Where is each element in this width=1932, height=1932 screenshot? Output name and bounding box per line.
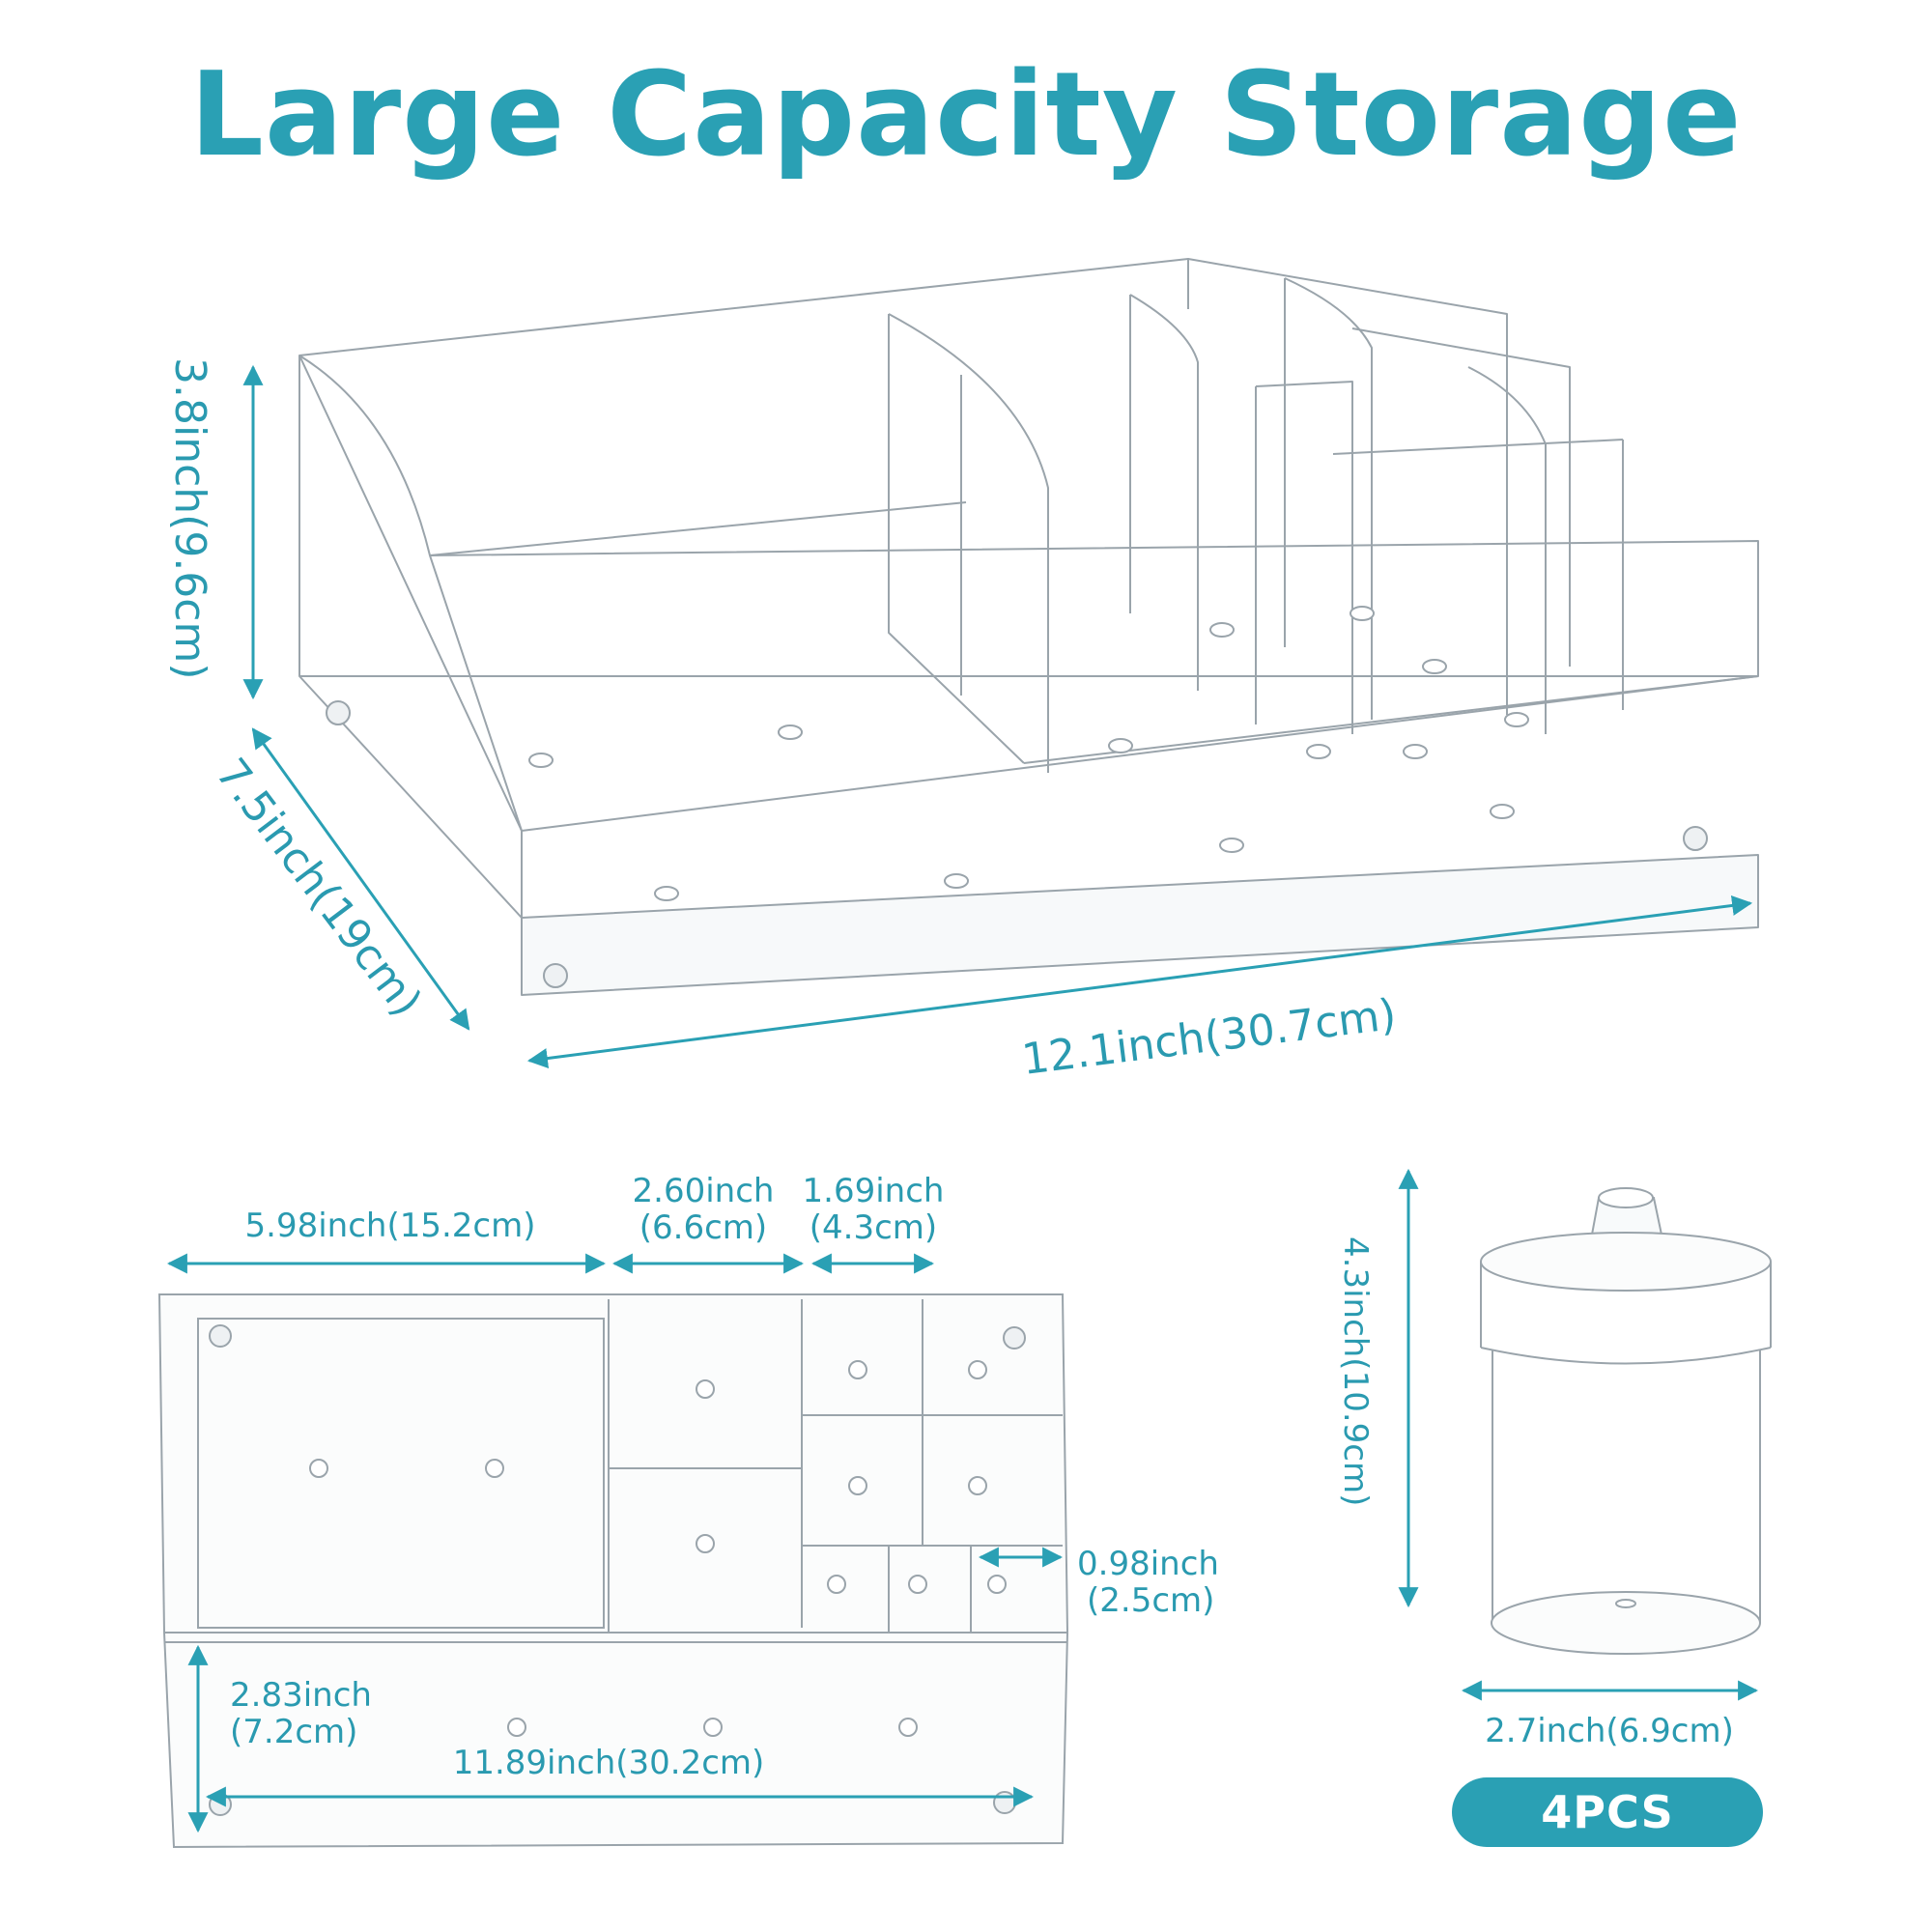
- quantity-badge: 4PCS: [1452, 1777, 1763, 1847]
- organizer-length-label: 12.1inch(30.7cm): [1019, 990, 1399, 1085]
- top-mid-width-cm-label: (6.6cm): [639, 1208, 767, 1247]
- jar-height-label: 4.3inch(10.9cm): [1336, 1236, 1375, 1506]
- organizer-top-view: [157, 1293, 1069, 1849]
- jar-illustration: [1480, 1187, 1772, 1655]
- top-small-width-cm-label: (4.3cm): [810, 1208, 937, 1247]
- top-front-depth-cm-label: (7.2cm): [230, 1713, 357, 1751]
- jar-diameter-label: 2.7inch(6.9cm): [1485, 1712, 1734, 1750]
- page-title: Large Capacity Storage: [189, 48, 1743, 183]
- organizer-depth-label: 7.5inch(19cm): [206, 750, 431, 1026]
- top-small-width-in-label: 1.69inch: [803, 1172, 945, 1210]
- top-mid-width-in-label: 2.60inch: [633, 1172, 775, 1210]
- top-front-depth-in-label: 2.83inch: [230, 1676, 372, 1715]
- top-large-width-label: 5.98inch(15.2cm): [245, 1207, 536, 1245]
- organizer-height-label: 3.8inch(9.6cm): [165, 357, 214, 680]
- top-tiny-width-in-label: 0.98inch: [1077, 1545, 1219, 1583]
- organizer-illustration: [298, 258, 1759, 996]
- top-inner-length-label: 11.89inch(30.2cm): [453, 1744, 765, 1782]
- top-tiny-width-cm-label: (2.5cm): [1087, 1581, 1214, 1620]
